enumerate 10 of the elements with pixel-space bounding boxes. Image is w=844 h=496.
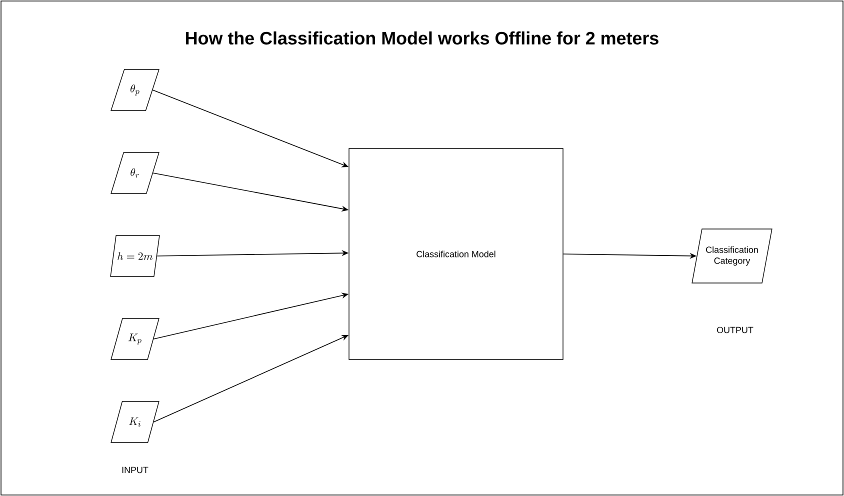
input-parallelogram: $\theta_p$ (110, 69, 160, 111)
input-parallelogram: $\theta_r$ (110, 152, 160, 194)
section-label: INPUT (122, 466, 148, 474)
input-parallelogram: $h = 2m$ (110, 235, 160, 277)
input-parallelogram: $K_p$ (110, 318, 160, 360)
section-label: OUTPUT (717, 326, 754, 334)
input-parallelogram: $K_i$ (110, 401, 160, 443)
title: How the Classification Model works Offline for 2 meters (186, 31, 658, 45)
output-parallelogram: Classification Category (692, 228, 772, 284)
process-box: Classification Model (348, 148, 564, 360)
